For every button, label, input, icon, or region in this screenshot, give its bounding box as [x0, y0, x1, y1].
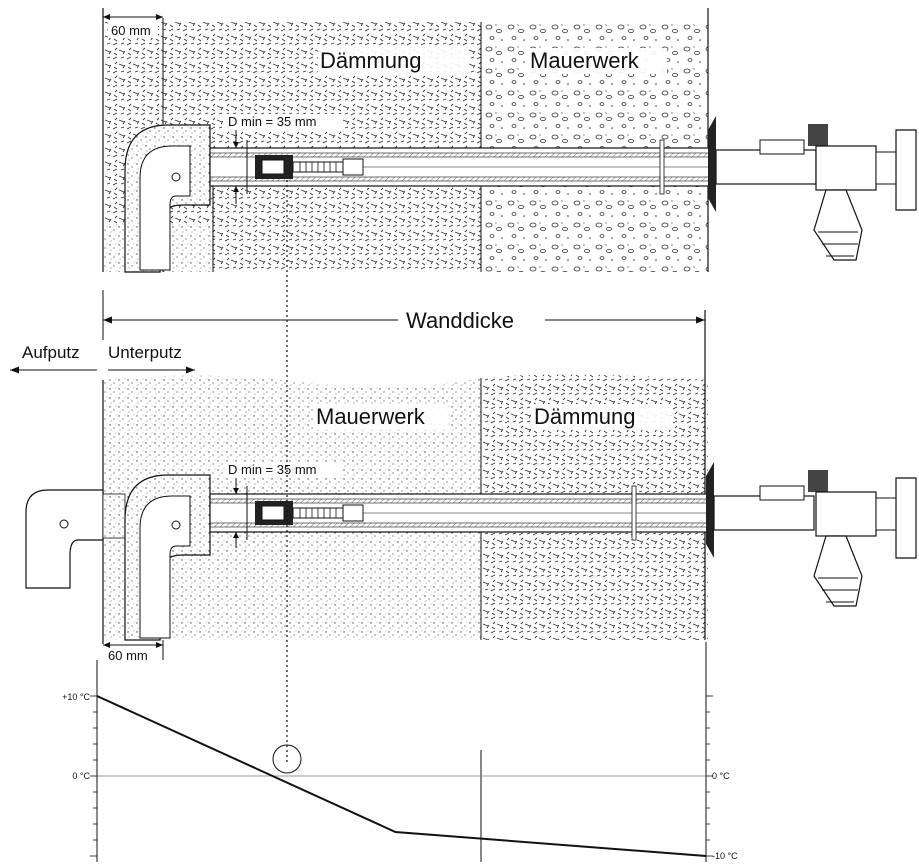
top-diameter-label: D min = 35 mm [228, 114, 317, 129]
middle-annotations: Wanddicke Aufputz Unterputz [10, 290, 705, 374]
top-insulation-label: Dämmung [320, 48, 421, 73]
top-pipe [209, 139, 711, 195]
bottom-pipe [209, 485, 711, 541]
surface-mount-label: Aufputz [22, 343, 80, 362]
bottom-insulation-label: Dämmung [534, 404, 635, 429]
bottom-section: Mauerwerk Dämmung D min = 35 mm [25, 310, 917, 663]
bottom-dim-60-label: 60 mm [108, 648, 148, 663]
wall-thickness-label: Wanddicke [406, 308, 514, 333]
bottom-masonry-label: Mauerwerk [316, 404, 426, 429]
surface-elbow-fitting [25, 489, 126, 589]
y-tick-label-plus10: +10 °C [62, 692, 90, 702]
y-tick-label-minus10: -10 °C [712, 851, 738, 861]
y-tick-label-0-right: 0 °C [712, 771, 730, 781]
y-tick-label-0-left: 0 °C [72, 771, 90, 781]
top-valve [708, 116, 917, 261]
top-section: 60 mm Dämmung Mauerwerk D min = 35 mm [102, 8, 917, 273]
temperature-series-line [96, 695, 707, 857]
bottom-diameter-label: D min = 35 mm [228, 462, 317, 477]
flush-mount-label: Unterputz [108, 343, 182, 362]
bottom-elbow-fitting [124, 474, 211, 641]
temperature-chart: +10 °C 0 °C 0 °C -10 °C [62, 642, 738, 862]
top-masonry-label: Mauerwerk [530, 48, 640, 73]
dew-point-marker [272, 744, 302, 774]
top-dim-60-label: 60 mm [111, 23, 151, 38]
top-elbow-fitting [124, 124, 211, 273]
bottom-valve [706, 462, 917, 607]
